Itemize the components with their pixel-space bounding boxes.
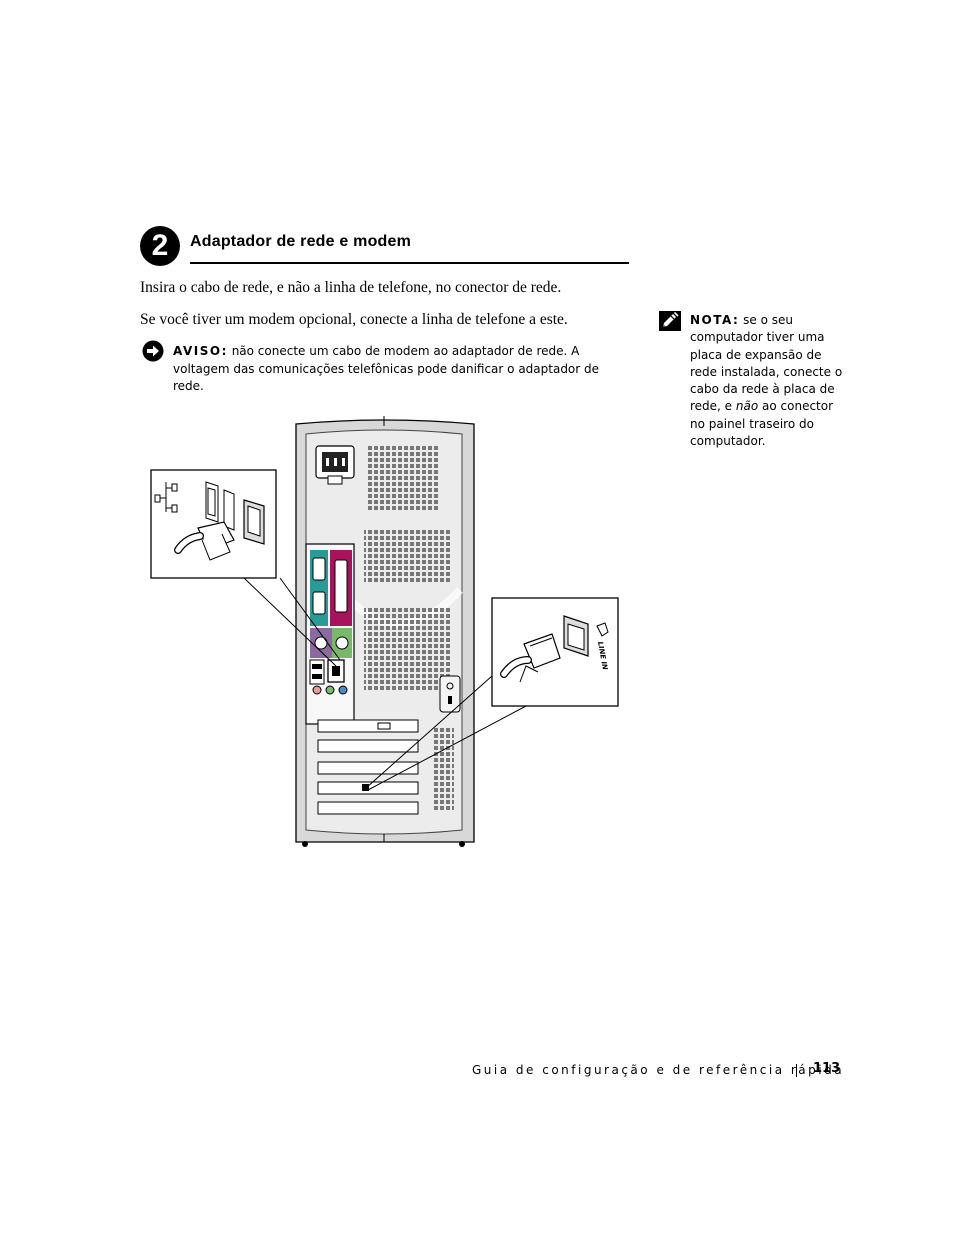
audio-line-in-jack: [338, 685, 348, 695]
section-title: Adaptador de rede e modem: [190, 233, 412, 250]
phone-icon: [596, 622, 609, 637]
step-number-badge: 2: [140, 226, 180, 266]
instruction-paragraph-1: Insira o cabo de rede, e não a linha de …: [140, 279, 562, 296]
expansion-slots: [317, 719, 419, 815]
note-label: NOTA:: [690, 313, 740, 327]
audio-mic-jack: [312, 685, 322, 695]
io-panel: [305, 543, 355, 725]
vent-grille-side: [434, 726, 454, 812]
audio-line-out-jack: [325, 685, 335, 695]
padlock-ring: [439, 675, 461, 713]
note-text: NOTA: se o seu computador tiver uma plac…: [690, 312, 850, 450]
modem-connector-callout: LINE IN: [491, 597, 619, 707]
computer-back-panel-illustration: LINE IN: [150, 416, 619, 847]
note-body-1: se o seu computador tiver uma placa de e…: [690, 313, 843, 414]
network-symbol-icon: [154, 482, 178, 513]
modem-port: [362, 784, 369, 791]
vent-grille-top: [366, 444, 438, 512]
note-emphasis: não: [735, 399, 759, 414]
notice-text: AVISO: não conecte um cabo de modem ao a…: [173, 343, 629, 396]
power-connector: [315, 445, 355, 485]
pencil-note-icon: [659, 311, 681, 331]
footer-document-title: Guia de configuração e de referência ráp…: [472, 1063, 845, 1077]
vent-grille-middle: [364, 530, 450, 584]
network-connector-callout: [150, 469, 277, 579]
instruction-paragraph-2: Se você tiver um modem opcional, conecte…: [140, 311, 568, 328]
arrow-circle-icon: [142, 340, 164, 362]
footer-separator: [796, 1064, 797, 1077]
notice-body: não conecte um cabo de modem ao adaptado…: [173, 344, 600, 393]
notice-label: AVISO:: [173, 344, 228, 358]
vent-grille-lower: [364, 606, 450, 692]
note-body-2: ao conector no painel traseiro do comput…: [690, 399, 834, 449]
usb-ports: [309, 659, 325, 685]
page-number: 113: [813, 1061, 841, 1076]
title-rule: [190, 262, 629, 264]
